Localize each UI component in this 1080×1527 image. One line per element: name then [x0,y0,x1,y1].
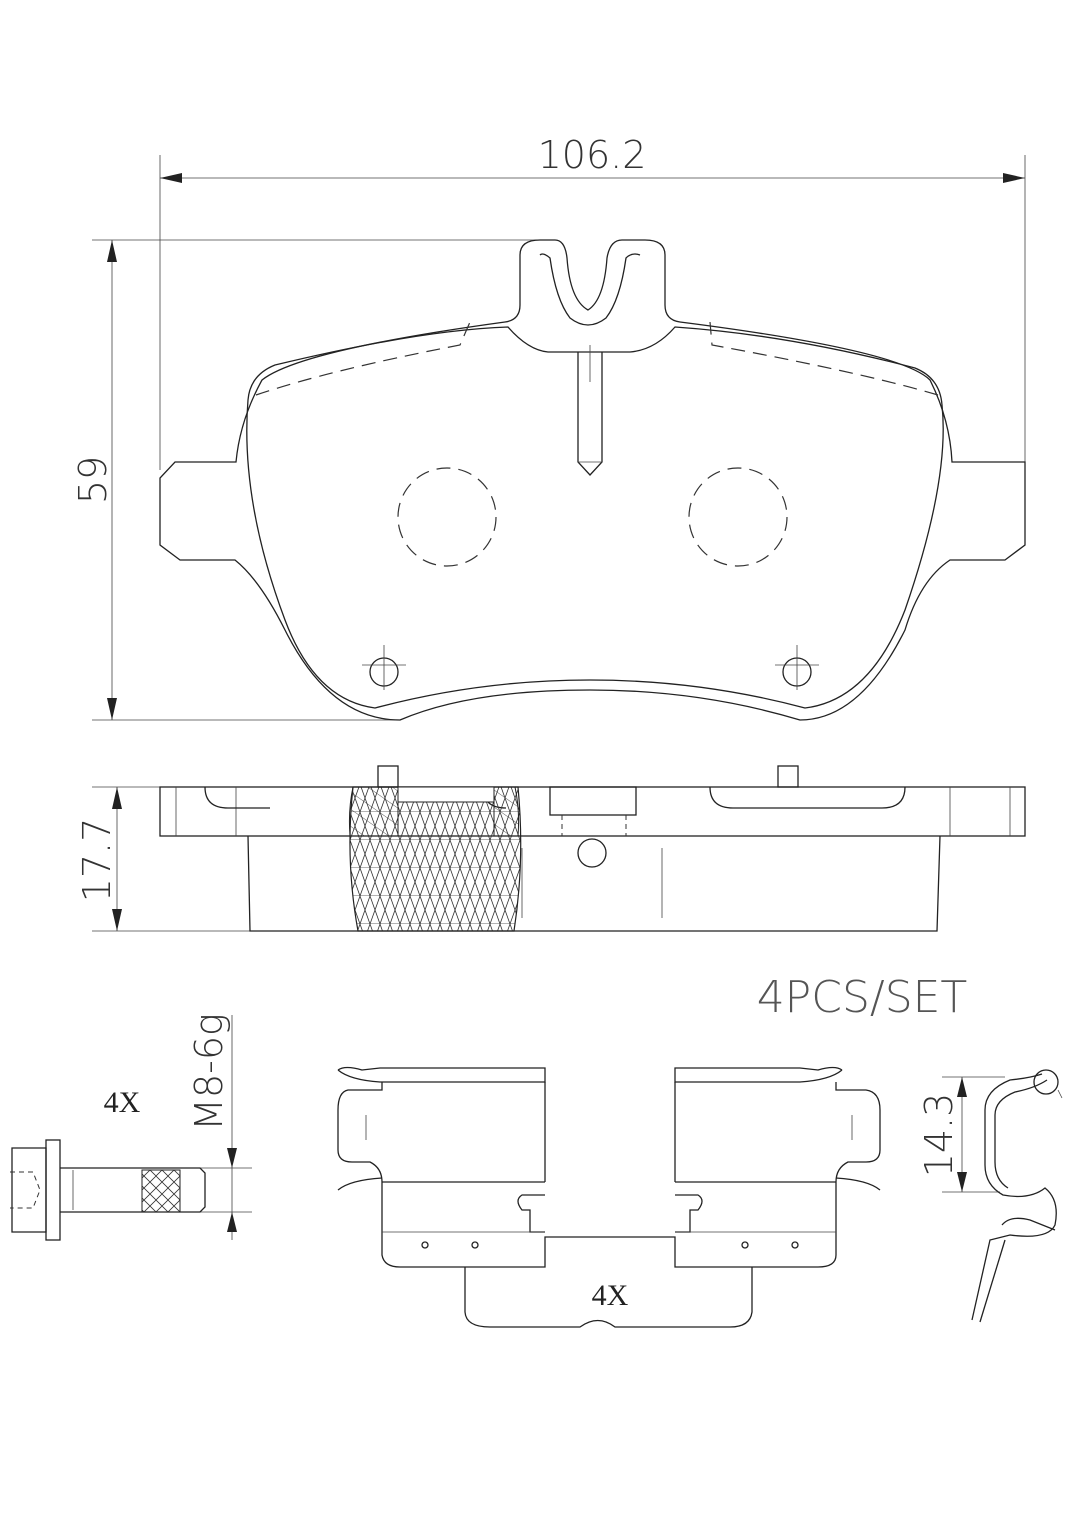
thickness-value: 17.7 [75,818,119,903]
pin-mark-right [775,645,819,690]
clip-view: 4X [337,1066,881,1328]
pin-mark-left [362,645,406,690]
width-dimension: 106.2 [159,133,1026,470]
thread-spec: M8-6g [187,1013,231,1131]
bolt-quantity: 4X [104,1086,141,1119]
pad-front-view [159,239,1026,721]
piston-circle-left [397,467,497,567]
clip-side-view: 14.3 [917,1069,1063,1323]
clip-height-value: 14.3 [917,1093,961,1178]
thickness-dimension: 17.7 [75,786,250,932]
height-dimension: 59 [71,239,545,721]
set-quantity-label: 4PCS/SET [757,972,968,1023]
clip-quantity: 4X [592,1279,629,1312]
height-value: 59 [71,456,115,504]
width-value: 106.2 [538,133,647,177]
pad-side-view [159,765,1026,932]
piston-circle-right [688,467,788,567]
bolt-view: M8-6g 4X [10,1013,252,1241]
